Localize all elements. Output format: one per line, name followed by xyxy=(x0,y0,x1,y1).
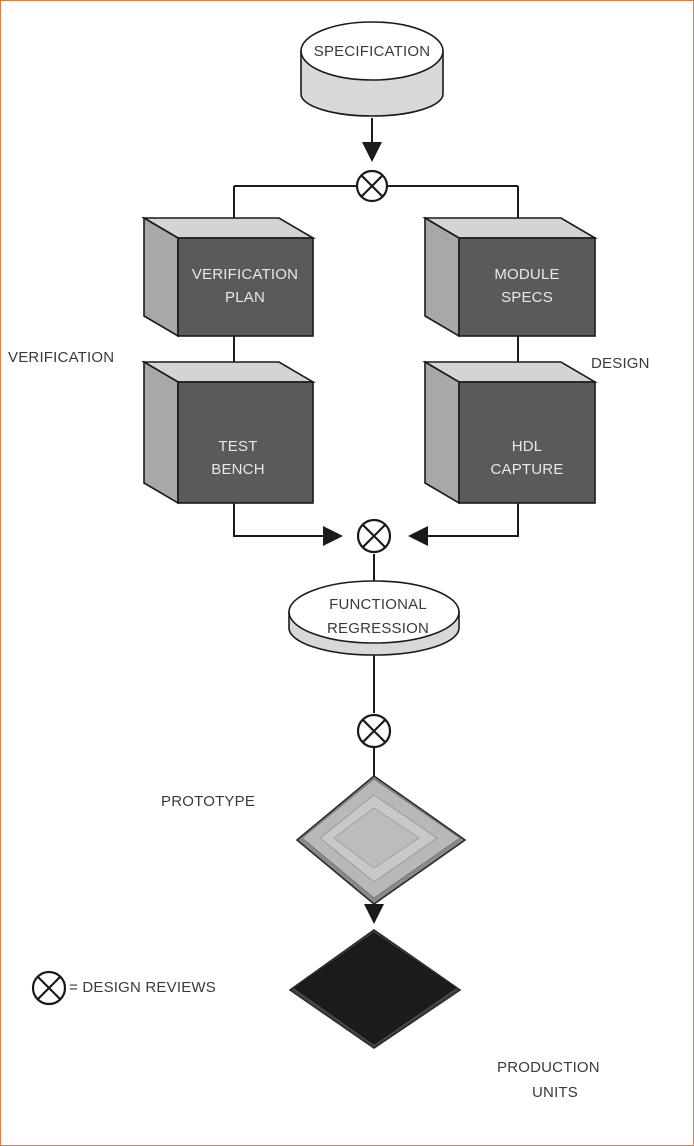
verification-plan-line1: VERIFICATION xyxy=(192,266,298,283)
verification-side-label: VERIFICATION xyxy=(8,349,114,366)
production-units-chip xyxy=(288,929,462,1049)
legend-label: = DESIGN REVIEWS xyxy=(69,979,216,996)
hdl-capture-line1: HDL xyxy=(512,438,543,455)
test-bench-line2: BENCH xyxy=(211,461,265,478)
prototype-chip xyxy=(295,774,467,906)
verification-plan-line2: PLAN xyxy=(225,289,265,306)
legend: = DESIGN REVIEWS xyxy=(31,970,216,1006)
design-review-icon xyxy=(356,518,392,554)
functional-regression-node: FUNCTIONAL REGRESSION xyxy=(288,580,460,656)
test-bench-box: TEST BENCH xyxy=(141,360,316,505)
specification-label: SPECIFICATION xyxy=(314,43,431,60)
production-units-line1: PRODUCTION xyxy=(497,1059,600,1076)
design-side-label: DESIGN xyxy=(591,355,650,372)
verification-plan-box: VERIFICATION PLAN xyxy=(141,216,316,338)
production-units-line2: UNITS xyxy=(532,1084,578,1101)
module-specs-line1: MODULE xyxy=(494,266,559,283)
hdl-capture-line2: CAPTURE xyxy=(490,461,563,478)
design-review-icon xyxy=(355,169,389,203)
module-specs-line2: SPECS xyxy=(501,289,553,306)
arrow-hdl-to-review xyxy=(408,503,519,546)
hdl-capture-box: HDL CAPTURE xyxy=(422,360,598,505)
arrow-bench-to-review xyxy=(233,503,343,546)
test-bench-line1: TEST xyxy=(218,438,257,455)
design-review-icon xyxy=(356,713,392,749)
prototype-label: PROTOTYPE xyxy=(161,793,255,810)
functional-regression-line1: FUNCTIONAL xyxy=(329,596,427,613)
specification-node: SPECIFICATION xyxy=(300,21,444,117)
design-review-icon xyxy=(31,970,67,1006)
module-specs-box: MODULE SPECS xyxy=(422,216,598,338)
functional-regression-line2: REGRESSION xyxy=(327,620,429,637)
